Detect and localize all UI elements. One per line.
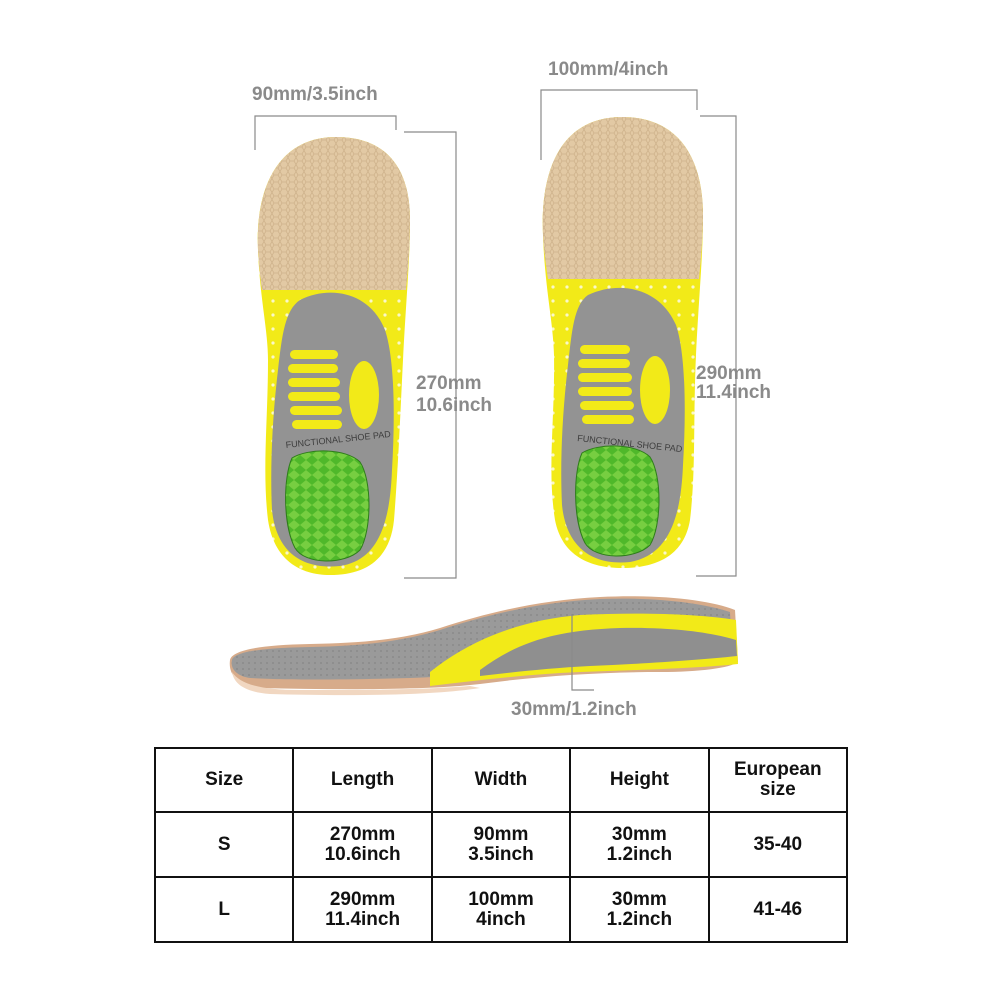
cell-height-in: 1.2inch: [606, 908, 673, 930]
cell-european-size: 41-46: [707, 876, 849, 943]
length-label-small-in: 10.6inch: [416, 395, 493, 416]
cell-height: 30mm 1.2inch: [569, 811, 710, 878]
header-european-line1: European: [733, 759, 822, 780]
cell-length: 290mm 11.4inch: [292, 876, 433, 943]
width-bracket-large: [540, 89, 698, 160]
cell-length: 270mm 10.6inch: [292, 811, 433, 878]
height-label: 30mm/1.2inch: [511, 699, 637, 720]
cell-length-in: 11.4inch: [325, 908, 401, 930]
size-table: Size Length Width Height European size S…: [153, 747, 849, 943]
insole-small: FUNCTIONAL SHOE PAD: [257, 137, 410, 575]
cell-height-mm: 30mm: [611, 823, 667, 845]
cell-width: 90mm 3.5inch: [430, 811, 572, 878]
height-marker: [571, 614, 594, 691]
insole-illustration: FUNCTIONAL SHOE PAD FUNCTIONAL SHOE PAD: [229, 89, 738, 696]
header-width: Width: [430, 747, 572, 813]
cell-width-in: 4inch: [476, 908, 526, 930]
table-header-row: Size Length Width Height European size: [153, 747, 849, 813]
length-label-large-mm: 290mm: [696, 363, 762, 384]
length-label-small-mm: 270mm: [416, 373, 482, 394]
cell-width-mm: 90mm: [473, 823, 529, 845]
cell-width: 100mm 4inch: [430, 876, 572, 943]
header-european-size: European size: [707, 747, 849, 813]
insole-large: FUNCTIONAL SHOE PAD: [542, 117, 703, 568]
width-label-small: 90mm/3.5inch: [252, 84, 378, 105]
header-size: Size: [153, 747, 295, 813]
table-row: S 270mm 10.6inch 90mm 3.5inch 30mm 1.2in…: [153, 811, 849, 878]
length-bracket-large: [696, 115, 737, 577]
length-bracket-small: [404, 131, 457, 579]
width-label-large: 100mm/4inch: [548, 59, 669, 80]
length-label-large-in: 11.4inch: [696, 382, 771, 403]
header-height: Height: [569, 747, 710, 813]
header-length: Length: [292, 747, 433, 813]
table-row: L 290mm 11.4inch 100mm 4inch 30mm 1.2inc…: [153, 876, 849, 943]
cell-height: 30mm 1.2inch: [569, 876, 710, 943]
insole-side-view: [229, 596, 738, 696]
cell-length-in: 10.6inch: [324, 843, 401, 865]
cell-width-in: 3.5inch: [468, 843, 534, 865]
cell-length-mm: 290mm: [329, 888, 396, 910]
cell-size: L: [153, 876, 295, 943]
cell-height-in: 1.2inch: [606, 843, 673, 865]
header-european-line2: size: [759, 779, 796, 800]
arch-ribs-small: [288, 350, 342, 429]
cell-length-mm: 270mm: [329, 823, 396, 845]
cell-width-mm: 100mm: [468, 888, 534, 910]
cell-height-mm: 30mm: [611, 888, 667, 910]
arch-ribs-large: [578, 345, 634, 424]
cell-european-size: 35-40: [707, 811, 849, 878]
width-bracket-small: [254, 115, 397, 150]
cell-size: S: [153, 811, 295, 878]
